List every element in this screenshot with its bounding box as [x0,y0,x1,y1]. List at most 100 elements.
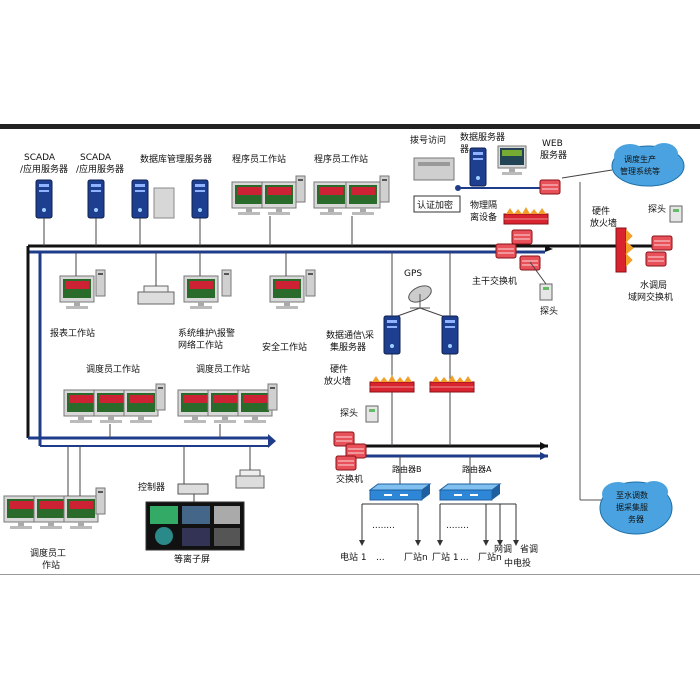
probe2-label: 探头 [540,305,558,317]
scada-server-2 [87,179,105,246]
probe1-label: 探头 [648,203,666,215]
station-fn-label: 厂站n [478,551,502,563]
security-ws-label: 安全工作站 [262,341,307,353]
auth-label: 认证加密 [417,199,453,211]
printer-2 [235,446,265,489]
router-b-label: 路由器B [392,464,422,474]
water-switch-label-2: 域网交换机 [628,291,673,303]
dialup-label: 拨号访问 [410,134,446,146]
firewall-2a [369,374,415,393]
top-border-bar [0,124,700,129]
water-switch-box-1 [651,235,673,251]
web-switch [539,179,561,195]
comm-server-2 [441,252,459,380]
controller-label: 控制器 [138,481,165,493]
comm-server-1 [383,252,401,380]
switch-label: 交换机 [336,473,363,485]
database-mgmt-servers [131,179,209,246]
router-a [439,483,501,501]
phys-iso-label-2: 离设备 [470,211,497,223]
water-switch-box-2 [645,251,667,267]
cloud-bot-label-3: 务器 [628,514,644,524]
probe-3 [365,405,379,423]
main-switch-box-2 [495,243,517,259]
web-server-monitor [497,145,527,176]
dispatcher-workstation-2 [177,383,278,438]
dispatch-ws3-label-2: 作站 [42,559,60,571]
security-workstation [269,252,316,310]
db-mgmt-label: 数据库管理服务器 [140,153,212,165]
comm-server-label-1: 数据通信\采 [326,329,374,341]
cloud-bot-label-2: 据采集服 [616,502,648,512]
probe3-label: 探头 [340,407,358,419]
dispatcher-workstation-3 [3,487,106,530]
comm-server-label-2: 集服务器 [330,341,366,353]
web-label-2: 服务器 [540,149,567,161]
maint-ws-label-2: 网络工作站 [178,339,223,351]
station-1-label: 电站 1 [340,551,367,563]
scada2-label: SCADA [80,153,112,163]
router-output-arrows [359,540,519,546]
prog-ws2-label: 程序员工作站 [314,153,368,165]
web-label: WEB [542,139,563,149]
firewall-2b [429,374,475,393]
scada2-sub-label: /应用服务器 [76,163,124,175]
report-ws-label: 报表工作站 [50,327,95,339]
dispatcher-workstation-1 [63,383,166,438]
gps-label: GPS [404,269,422,279]
router-b [369,483,431,501]
report-workstation [59,252,106,310]
cloud-bottom [599,481,673,535]
scada1-label: SCADA [24,153,56,163]
main-switch-label: 主干交换机 [472,275,517,287]
switch-box-3 [335,455,357,471]
db-server-label: 数据服务器 [460,131,505,143]
isolation-firewall [503,206,549,225]
province-label: 省调 [520,543,538,555]
lower-right-bus [360,442,548,460]
dots-2: ........ [446,521,469,531]
router-outputs [361,503,517,540]
water-switch-label-1: 水调局 [640,279,667,291]
dispatch-ws1-label: 调度员工作站 [86,363,140,375]
station-f1-label: 厂站 1 [432,551,459,563]
hw-fw2-label-1: 硬件 [330,363,348,375]
dots-1: ........ [372,521,395,531]
hw-fw1-label-1: 硬件 [592,205,610,217]
cloud-bot-label-1: 至水调数 [616,490,648,500]
station-n-label: 厂站n [404,551,428,563]
controller [177,446,209,495]
printer [137,252,175,305]
cloud-top-label-1: 调度生产 [624,154,656,164]
router-a-label: 路由器A [462,464,492,474]
plasma-screen [145,494,245,551]
prog-ws1-label: 程序员工作站 [232,153,286,165]
phys-iso-label-1: 物理隔 [470,199,497,211]
gps-dish [408,285,432,309]
plasma-label: 等离子屏 [174,553,210,565]
dispatch-ws3-label-1: 调度员工 [30,547,66,559]
auth-box [413,195,461,213]
grid-label: 网调 [494,544,512,555]
cloud-top-label-2: 管理系统等 [620,166,660,176]
dispatch-ws2-label: 调度员工作站 [196,363,250,375]
system-maintenance-workstation [183,252,232,310]
main-switch-box-3 [519,255,541,271]
hw-fw1-label-2: 放火墙 [590,217,617,229]
scada-server-1 [35,179,53,246]
main-bus [26,244,670,448]
maint-ws-label-1: 系统维护\报警 [178,327,235,339]
dialup-access-device [413,157,455,181]
programmer-workstation-1 [231,175,306,246]
vertical-firewall [615,227,634,273]
station-dots-label: ... [376,553,385,563]
station-dots2-label: ... [460,553,469,563]
probe-1 [539,283,553,301]
hw-fw2-label-2: 放火墙 [324,375,351,387]
probe-2 [669,205,683,223]
db-server-label-2: 器 [460,144,469,155]
bottom-border [0,574,700,575]
main-switch-box-1 [511,229,533,245]
programmer-workstation-2 [313,175,390,246]
